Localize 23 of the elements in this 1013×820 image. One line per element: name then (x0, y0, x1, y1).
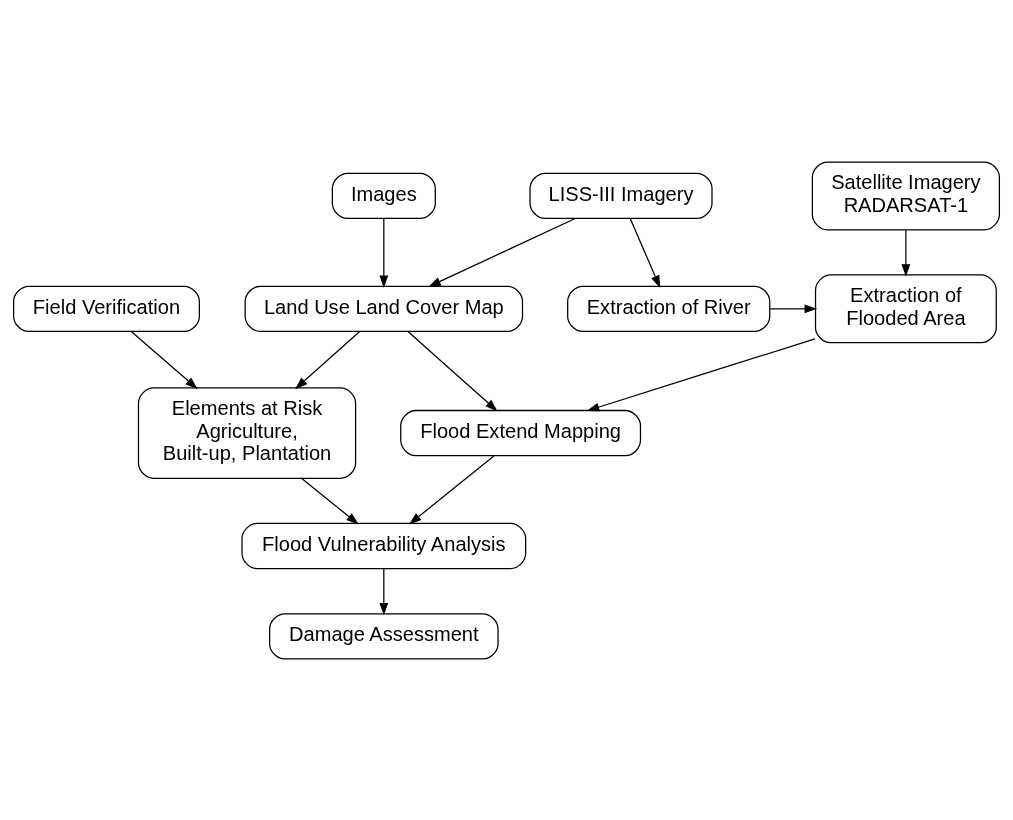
node-box: Land Use Land Cover Map (244, 285, 524, 332)
arrow (769, 303, 818, 313)
node-box: Damage Assessment (269, 612, 499, 660)
arrow (379, 567, 389, 616)
arrow (379, 217, 389, 288)
arrow (407, 330, 498, 411)
node-box: Flood Extend Mapping (400, 409, 642, 456)
node-box: Images (331, 172, 436, 219)
arrow (409, 454, 495, 524)
arrow (295, 330, 361, 389)
node-box: Elements at Risk Agriculture, Built-up, Plantation (137, 386, 357, 479)
node-box: Extraction of River (567, 285, 771, 332)
node-box: Field Verification (13, 285, 200, 332)
node-box: Extraction of Flooded Area (814, 273, 997, 343)
arrow (428, 217, 576, 287)
arrow (586, 337, 816, 411)
arrow (629, 217, 661, 288)
node-box: Satellite Imagery RADARSAT-1 (811, 160, 1000, 230)
node-box: Flood Vulnerability Analysis (241, 522, 527, 569)
node-box: LISS-III Imagery (529, 172, 713, 219)
arrow (300, 477, 359, 525)
arrow (901, 229, 911, 277)
arrow (130, 330, 198, 389)
